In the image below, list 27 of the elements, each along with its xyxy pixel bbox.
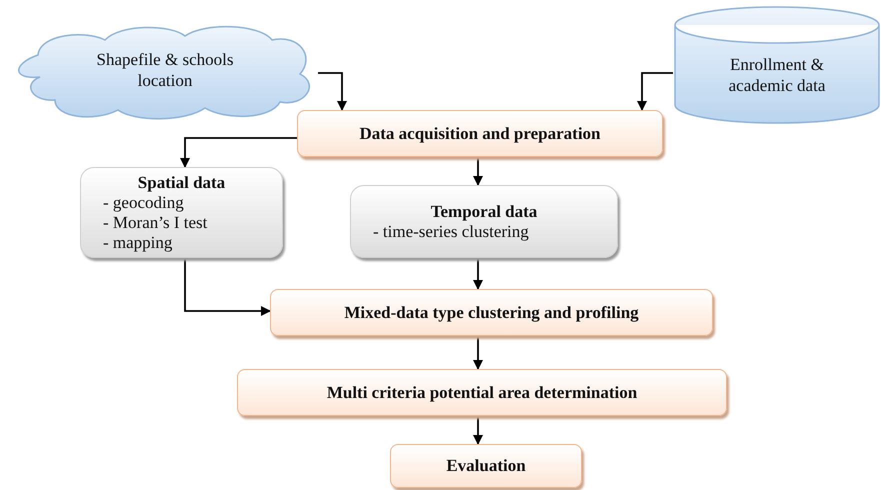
data-box <box>350 185 618 258</box>
arrow <box>473 416 483 445</box>
node-label: Multi criteria potential area determination <box>326 382 638 404</box>
arrow <box>184 258 271 316</box>
node-label: Evaluation <box>446 455 526 477</box>
process-box <box>390 444 582 488</box>
data-box <box>80 167 283 258</box>
list-item: - Moran’s I test <box>102 212 208 232</box>
process-box <box>237 369 727 416</box>
list-item: - mapping <box>102 232 172 252</box>
process-box <box>297 110 663 157</box>
arrow <box>180 137 297 168</box>
arrow <box>473 336 483 370</box>
process-box <box>270 289 713 336</box>
list-item: - time-series clustering <box>372 222 529 242</box>
database-cylinder <box>673 5 881 125</box>
arrow <box>637 72 673 111</box>
node-label: Shapefile & schools location <box>96 48 234 92</box>
list-item: - geocoding <box>102 192 184 212</box>
arrow <box>473 258 483 290</box>
arrow <box>473 157 483 186</box>
node-label: Enrollment & academic data <box>728 54 826 96</box>
arrow <box>318 72 347 111</box>
box-heading: Spatial data <box>138 172 226 192</box>
node-label: Mixed-data type clustering and profiling <box>344 302 639 324</box>
node-label: Data acquisition and preparation <box>359 122 601 144</box>
box-heading: Temporal data <box>430 202 538 222</box>
